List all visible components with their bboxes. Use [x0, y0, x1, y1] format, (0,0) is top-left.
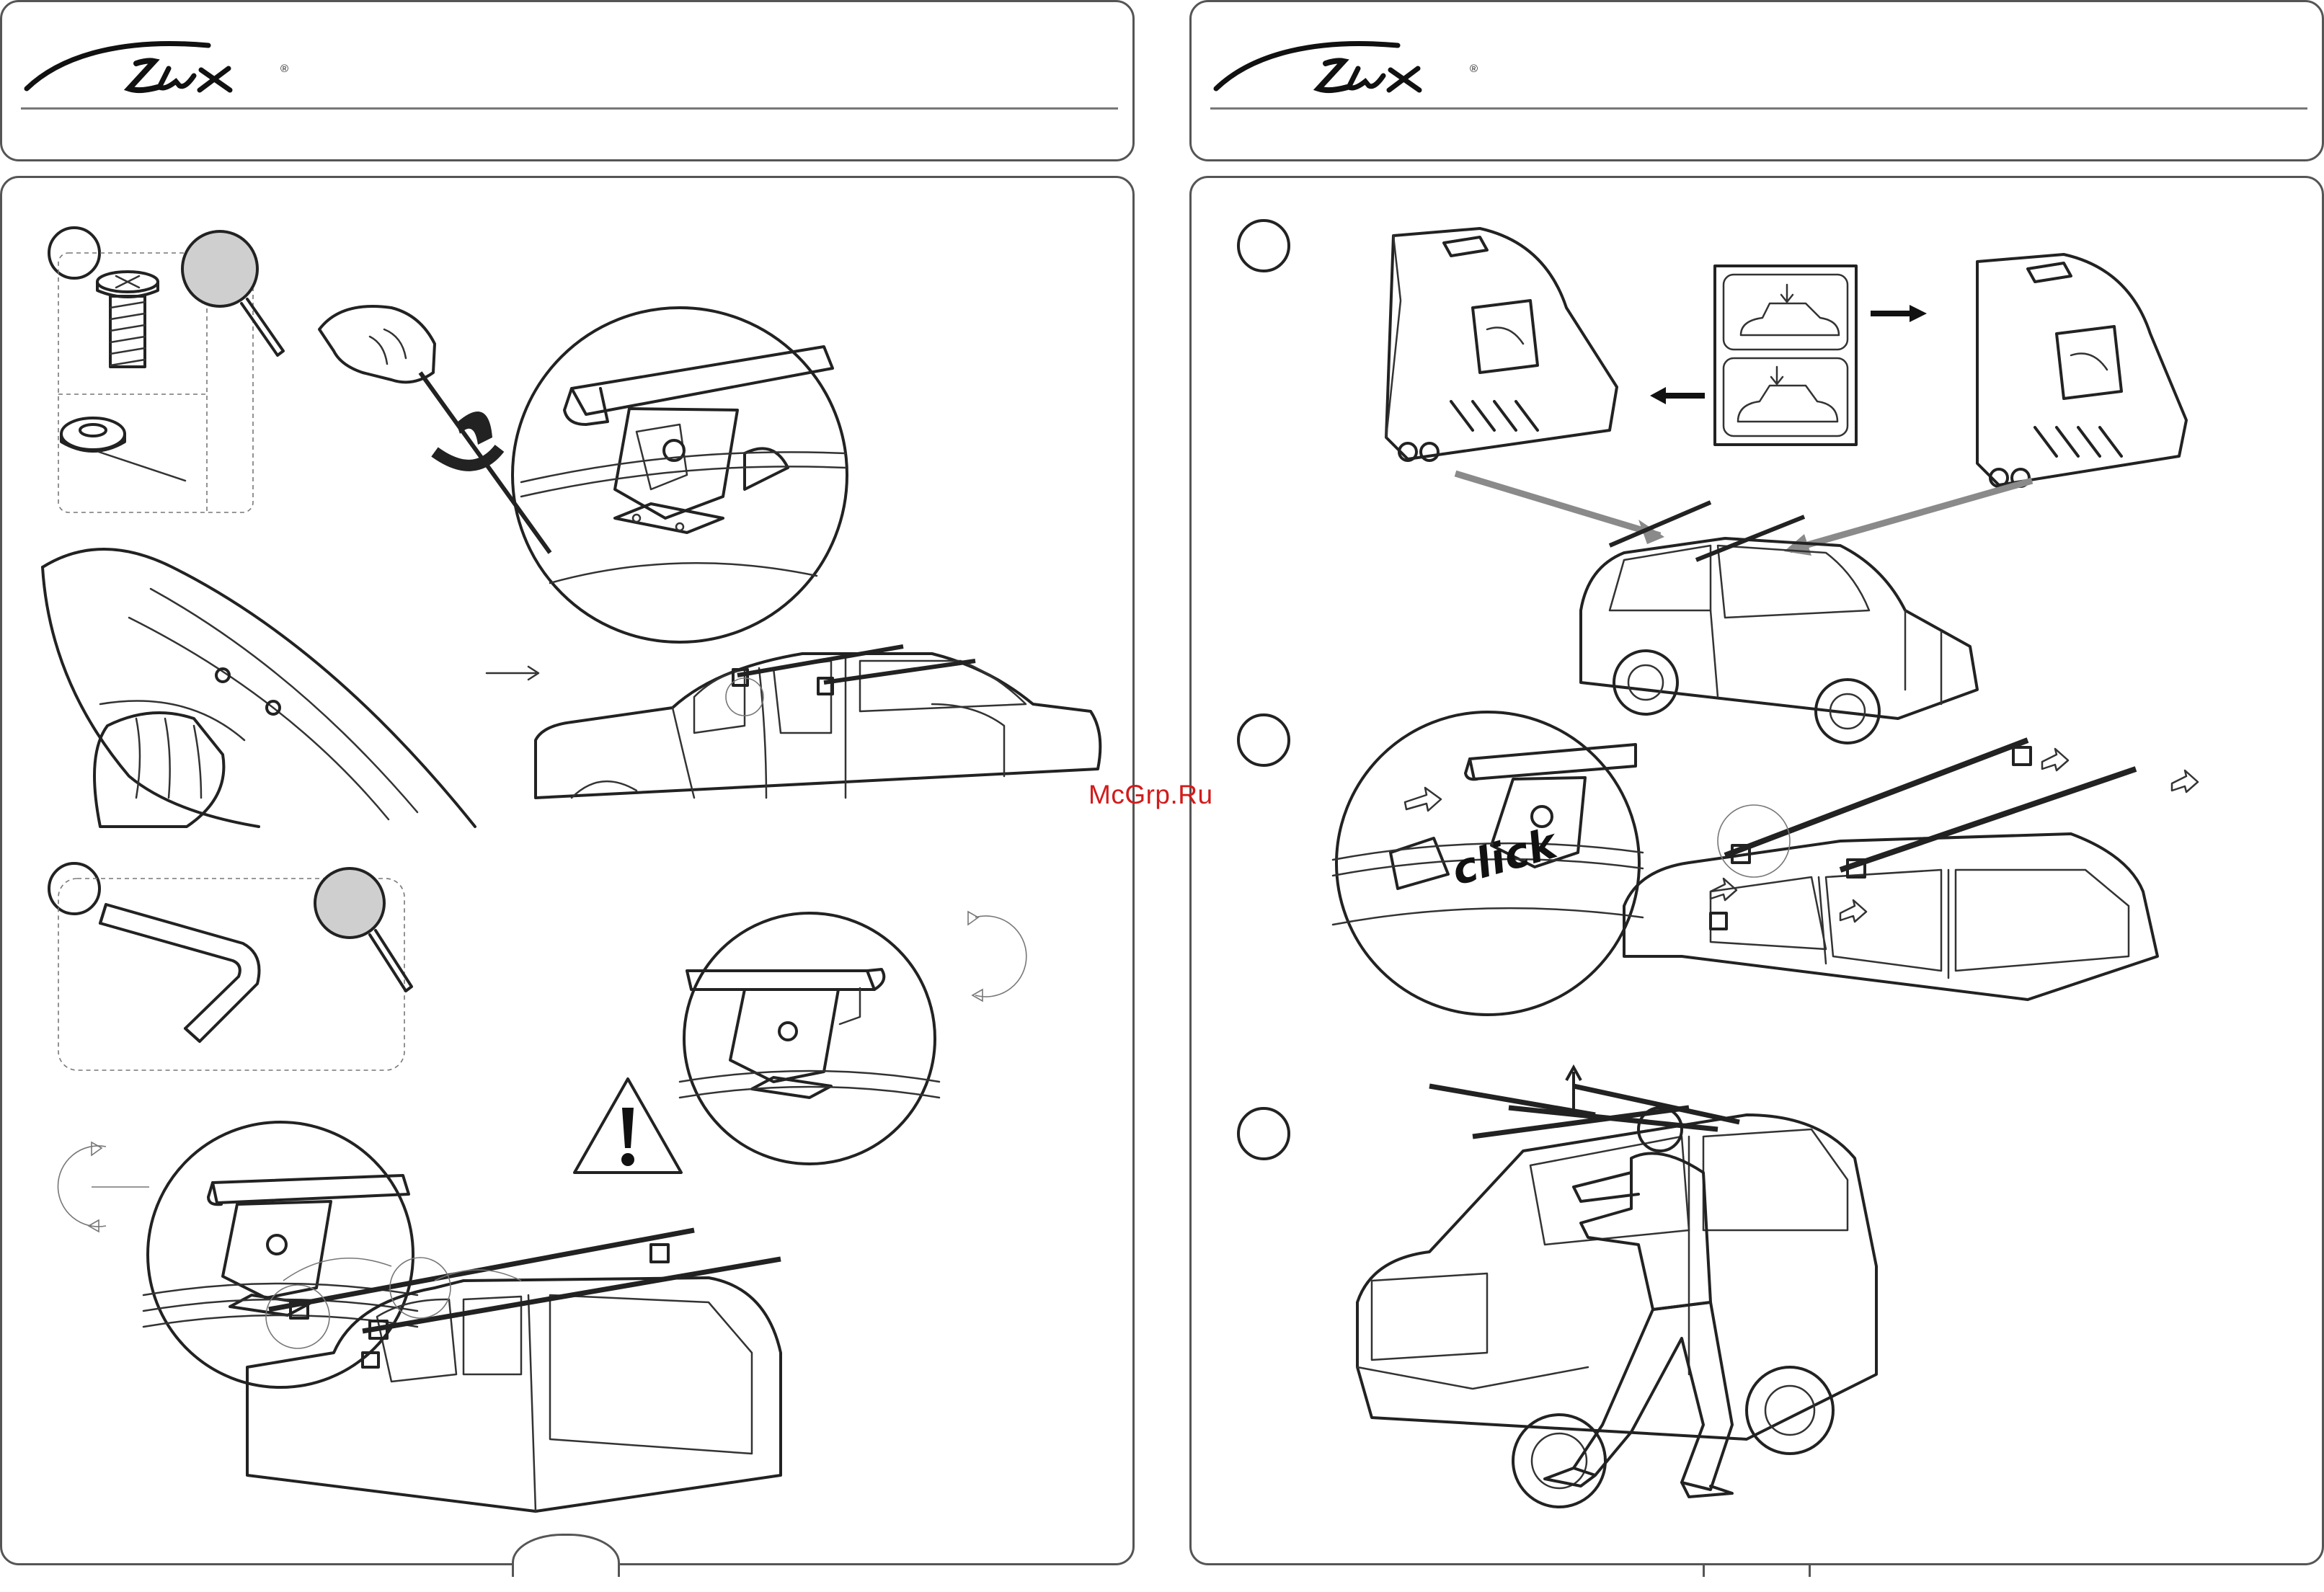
- roof-bar-foot-icon: [521, 347, 846, 583]
- roof-bars: [269, 1230, 781, 1338]
- car-icon: [528, 625, 1119, 841]
- washer-icon: [61, 418, 185, 481]
- left-header-panel: ®: [0, 0, 1135, 161]
- header-rule: [21, 107, 1118, 110]
- brand-logo: [1210, 24, 1499, 110]
- header-rule: [1210, 107, 2307, 110]
- car-type-selector: [1712, 263, 1863, 450]
- roof-bar-foot-icon: [1365, 221, 1624, 481]
- left-content-panel: [0, 176, 1135, 1565]
- roof-bars: [733, 646, 975, 694]
- arrow-icon: [1868, 299, 1933, 328]
- right-header-panel: ®: [1189, 0, 2324, 161]
- screw-icon: [97, 272, 158, 367]
- brand-trademark: ®: [1470, 63, 1478, 75]
- magnifier-icon: [311, 864, 440, 1023]
- bar-foot-detail-circle: [507, 302, 853, 648]
- arrow-icon: [1647, 381, 1712, 410]
- right-content-panel: click: [1189, 176, 2324, 1565]
- rotate-arrow-icon: [946, 909, 1047, 1010]
- car-icon: [1624, 812, 2273, 1057]
- step-2-marker: [1235, 711, 1292, 769]
- roof-bars: [1429, 1086, 1739, 1137]
- peel-strip-illustration: [43, 538, 489, 841]
- brand-logo: [21, 24, 309, 110]
- car-icon: [1343, 1064, 2107, 1540]
- watermark: McGrp.Ru: [1088, 780, 1213, 810]
- hand-screwdriver-illustration: [312, 286, 514, 546]
- magnifier-icon: [175, 224, 305, 383]
- brand-trademark: ®: [280, 63, 288, 75]
- hex-key-icon: [100, 904, 260, 1041]
- bar-foot-detail-circle: [680, 909, 939, 1168]
- car-icon: [247, 1137, 1011, 1540]
- rotate-arrow-icon: [48, 1139, 149, 1240]
- step-3-marker: [1235, 1105, 1292, 1162]
- step-1-marker: [1235, 217, 1292, 275]
